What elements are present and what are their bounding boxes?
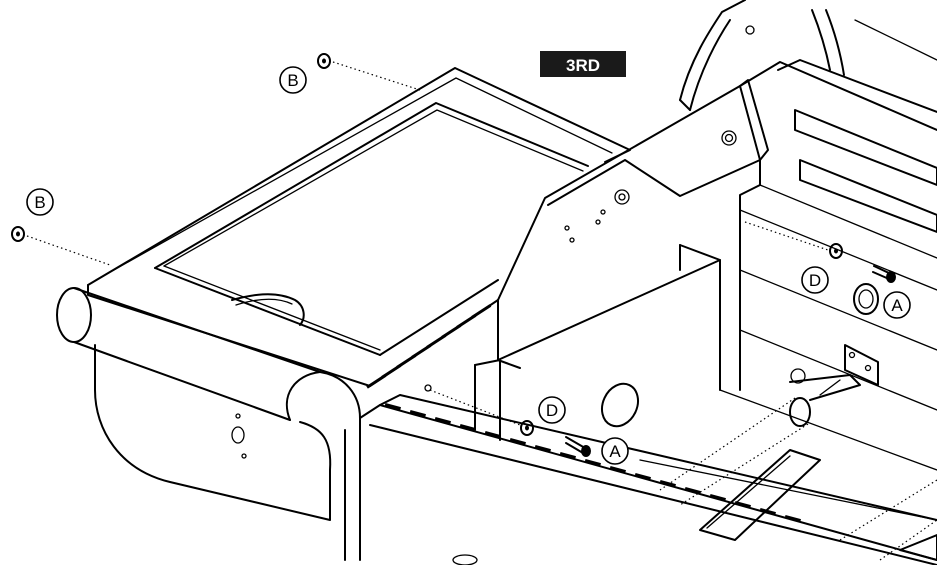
washer-b-left [11,226,111,266]
callout-d-upper-label: D [809,271,821,290]
washer-d-upper [744,221,843,259]
step-badge-label: 3RD [566,56,600,75]
screw-a-lower [565,436,591,457]
callout-b-top: B [279,66,307,94]
side-shelf [87,67,631,387]
fasteners [11,53,896,457]
burner-box [474,244,937,521]
control-panel-ledge [359,394,937,565]
callout-b-left: B [26,188,54,216]
side-bracket [497,79,769,369]
step-badge: 3RD [540,51,626,77]
washer-b-top [317,53,421,91]
callout-a-upper: A [883,291,911,319]
valve-bracket [789,344,879,401]
callout-d-lower-label: D [546,401,558,420]
screw-a-upper [872,265,896,283]
callout-d-upper: D [801,266,829,294]
callout-b-top-label: B [287,71,298,90]
firebox [679,0,937,411]
front-rail [56,287,361,421]
callout-d-lower: D [538,396,566,424]
callout-a-lower: A [601,437,629,465]
side-cabinet [94,344,361,561]
shelf-vent-slots [366,304,492,389]
callout-a-lower-label: A [609,442,621,461]
valve-hole [853,283,879,315]
callout-b-left-label: B [34,193,45,212]
burner-tube [659,397,937,561]
callout-a-upper-label: A [891,296,903,315]
washer-d-lower [424,384,534,436]
